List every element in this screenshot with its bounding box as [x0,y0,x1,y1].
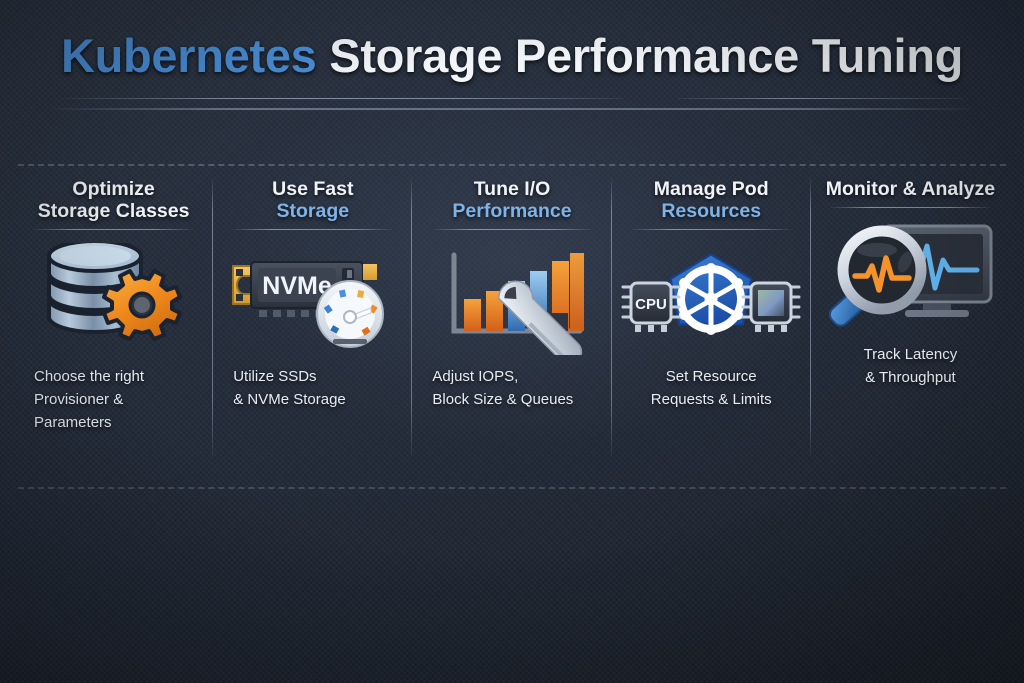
column-monitor-analyze[interactable]: Monitor & Analyze [809,176,1010,461]
columns-container: Optimize Storage Classes [14,176,1010,461]
caption-line: Block Size & Queues [432,391,574,409]
title-highlight: Kubernetes [60,29,317,82]
caption-line: Adjust IOPS, [432,368,519,386]
caption-line: Utilize SSDs [233,368,317,386]
caption-line: Choose the right [34,368,145,386]
column-heading-line2: Storage Classes [37,200,190,223]
column-caption: Adjust IOPS, Block Size & Queues [418,366,605,412]
caption-line: Provisioner & [34,391,124,409]
title-rest: Storage Performance Tuning [329,29,964,82]
column-use-fast-storage[interactable]: Use Fast Storage [212,176,412,461]
caption-line: Track Latency [863,346,958,364]
column-optimize-storage-classes[interactable]: Optimize Storage Classes [14,176,213,461]
magnifier-monitor-ecg-icon [823,218,998,336]
timeline [0,470,1024,565]
column-heading: Tune I/O Performance [452,176,571,222]
column-heading-line1: Use Fast [272,178,354,200]
column-caption: Utilize SSDs & NVMe Storage [219,366,406,412]
column-heading-line2: Resources [661,200,762,223]
column-heading: Monitor & Analyze [826,176,995,200]
column-heading-line2: Performance [452,200,572,223]
title-underline-main [54,108,970,110]
database-gear-icon [39,240,189,358]
caption-line: Requests & Limits [650,391,772,409]
cpu-label: CPU [635,296,667,313]
column-heading: Manage Pod Resources [654,176,769,222]
kubernetes-cpu-chip-icon: CPU [621,240,801,358]
column-heading: Use Fast Storage [272,176,353,222]
caption-line: Parameters [34,414,112,432]
title-block: Kubernetes Storage Performance Tuning [0,28,1024,83]
caption-line: & Throughput [865,369,956,387]
caption-line: Set Resource [665,368,757,386]
column-manage-pod-resources[interactable]: Manage Pod Resources [610,176,811,461]
caption-line: & NVMe Storage [233,391,346,409]
column-caption: Choose the right Provisioner & Parameter… [20,366,207,434]
bar-chart-wrench-icon [432,240,592,358]
column-heading: Optimize Storage Classes [38,176,190,222]
page-title: Kubernetes Storage Performance Tuning [0,28,1024,83]
title-underline-left [62,98,622,99]
title-underline-right [678,98,962,99]
column-caption: Set Resource Requests & Limits [651,366,772,412]
column-heading-underline [829,207,991,209]
column-heading-line1: Optimize [72,178,155,200]
column-heading-underline [33,229,195,231]
column-heading-line1: Tune I/O [473,178,551,200]
column-heading-underline [630,229,792,231]
top-dashed-divider [18,164,1006,166]
column-heading-line1: Manage Pod [653,178,769,200]
nvme-speedometer-icon: NVMe [229,240,397,358]
column-tune-io-performance[interactable]: Tune I/O Performance [411,176,611,461]
column-heading-underline [232,229,394,231]
column-heading-underline [431,229,593,231]
column-heading-line1: Monitor & Analyze [825,178,996,200]
column-caption: Track Latency & Throughput [864,344,958,390]
column-heading-line2: Storage [276,200,350,223]
